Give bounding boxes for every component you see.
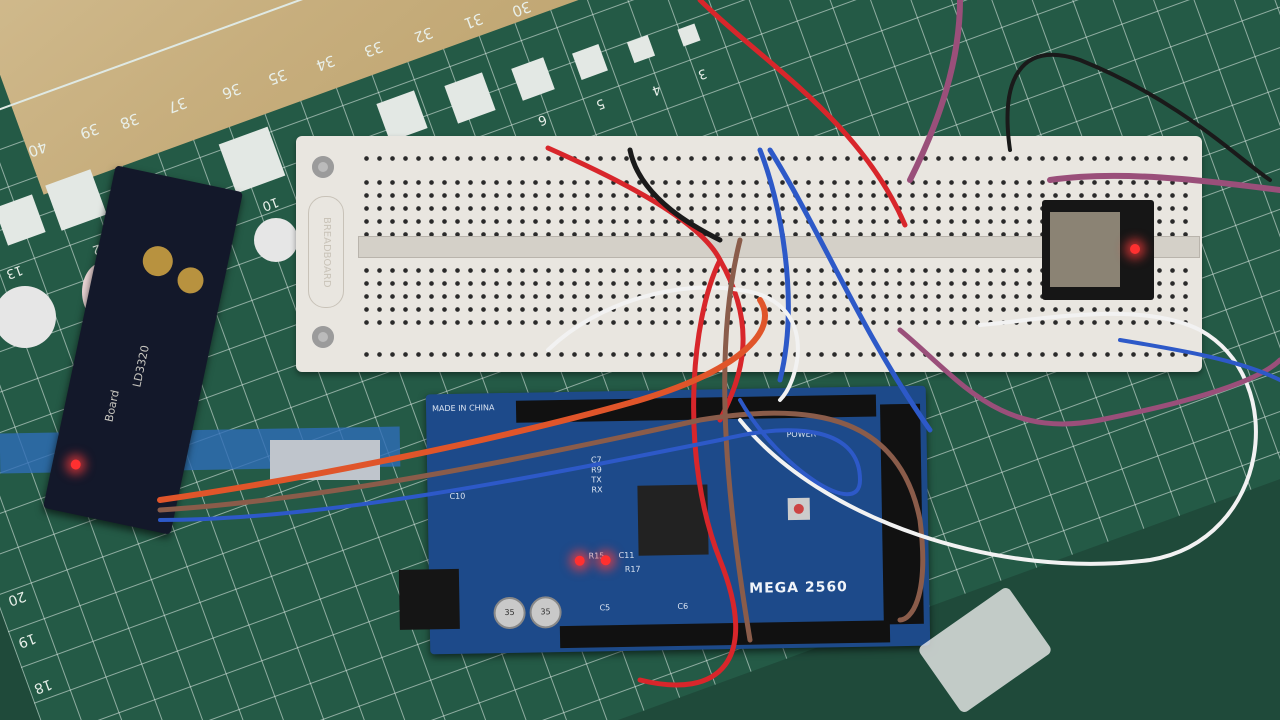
white-wire [546,285,800,402]
center-channel [358,236,1200,258]
mount-hole [312,156,334,178]
purple-wire [897,327,1280,427]
breadboard-logo: BREADBOARD [308,196,344,308]
mat-hole [0,286,56,348]
red-wire [637,257,739,688]
blue-wire [767,147,933,433]
mp3-module [1042,200,1154,300]
blue-wire [1118,338,1280,382]
brown-wire [157,410,926,623]
blue-wire [757,147,791,383]
red-wire [545,145,746,423]
red-wire [697,0,908,228]
power-rail-bottom [360,348,1196,362]
mat-hole [254,218,298,262]
microsd-slot [1050,212,1120,287]
mount-hole [312,326,334,348]
blue-wire [158,438,722,522]
blue-wire [718,398,863,497]
black-wire [1005,53,1272,182]
status-led [1130,244,1140,254]
orange-wire [157,297,768,503]
black-wire [627,147,723,243]
purple-wire [1047,172,1280,193]
purple-wire [907,0,963,183]
white-wire [738,311,1258,566]
